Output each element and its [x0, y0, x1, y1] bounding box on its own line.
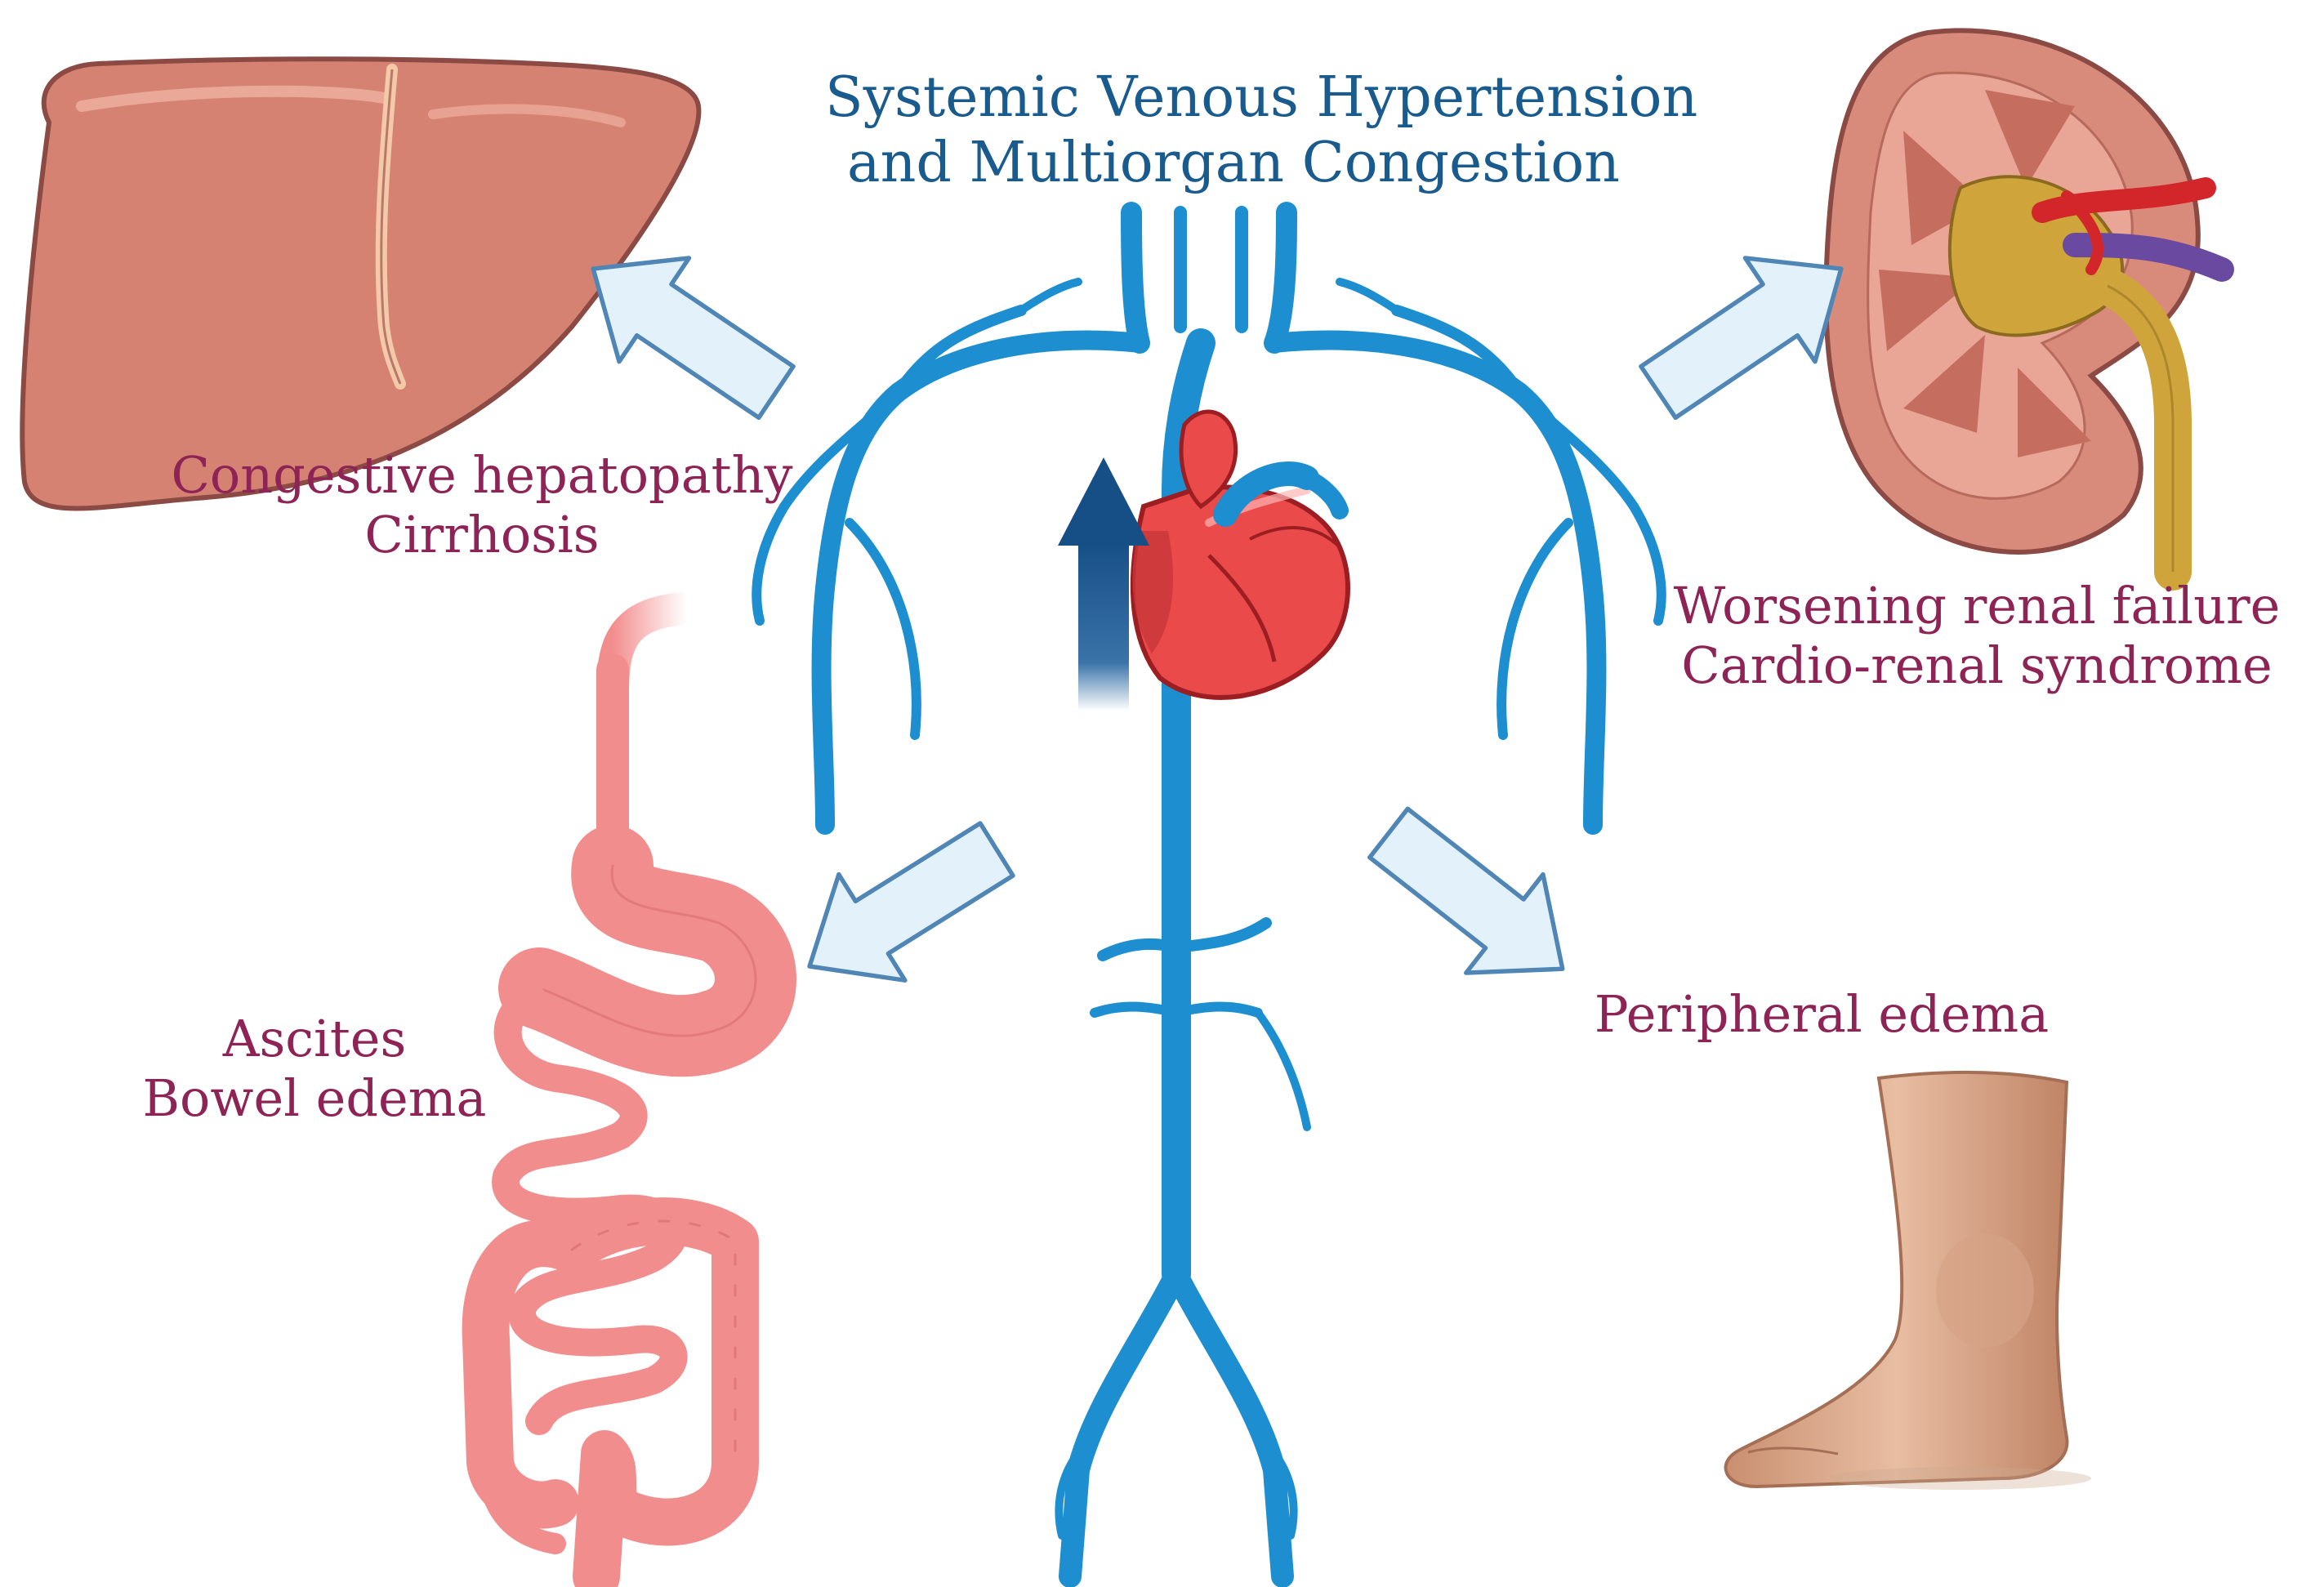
kidney-outcome-label: Worsening renal failure Cardio-renal syn…: [1626, 576, 2324, 695]
kidney-outcome-line-2: Cardio-renal syndrome: [1681, 635, 2273, 696]
arrow-to-gut: [807, 821, 1015, 983]
liver-outcome-line-2: Cirrhosis: [364, 505, 600, 565]
heart-illustration: [1130, 409, 1350, 700]
arrow-to-leg: [1367, 806, 1565, 975]
arrow-to-liver: [591, 256, 796, 421]
venous-system: [752, 202, 1666, 1587]
leg-outcome-label: Peripheral edema: [1536, 984, 2108, 1044]
gut-illustration: [462, 592, 796, 1587]
kidney-outcome-line-1: Worsening renal failure: [1673, 576, 2281, 635]
venous-return-arrow: [1058, 457, 1149, 711]
gut-outcome-line-2: Bowel edema: [142, 1068, 487, 1129]
foot-illustration: [1724, 1071, 2091, 1490]
liver-illustration: [20, 56, 702, 511]
gut-outcome-label: Ascites Bowel edema: [123, 1009, 506, 1128]
leg-outcome-line-1: Peripheral edema: [1594, 984, 2050, 1044]
kidney-illustration: [1823, 28, 2234, 591]
gut-outcome-line-1: Ascites: [222, 1009, 407, 1068]
title-line-1: Systemic Venous Hypertension: [825, 65, 1698, 130]
liver-outcome-line-1: Congestive hepatopathy: [171, 445, 793, 505]
liver-outcome-label: Congestive hepatopathy Cirrhosis: [123, 445, 841, 564]
arrow-to-kidney: [1639, 256, 1844, 421]
diagram-title: Systemic Venous Hypertension and Multior…: [825, 65, 1698, 196]
title-line-2: and Multiorgan Congestion: [847, 131, 1620, 196]
